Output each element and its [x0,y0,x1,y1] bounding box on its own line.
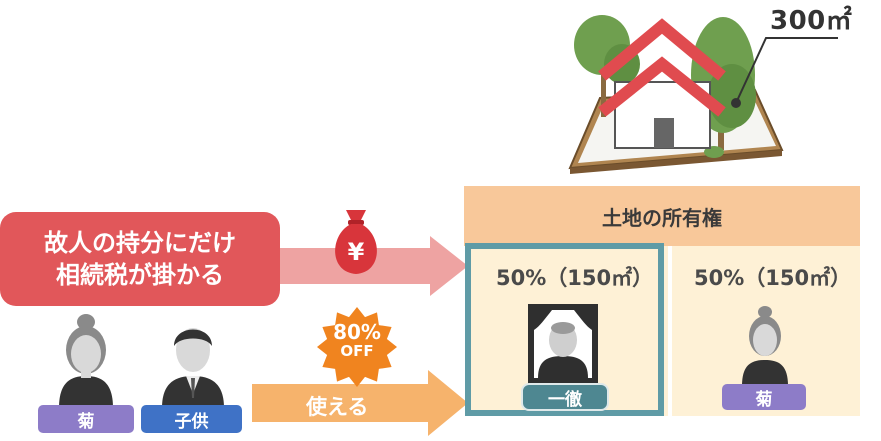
memorial-portrait-icon [528,304,598,384]
yen-symbol: ¥ [348,238,365,266]
house-land-illustration [568,15,838,174]
tax-arrow [280,236,468,296]
kiku-owner-name-tag: 菊 [722,384,806,410]
discount-badge-icon [317,307,397,387]
deduction-arrow-label: 使える [306,395,369,419]
kiku-owner-avatar-icon [742,306,788,386]
tax-callout-box: 故人の持分にだけ 相続税が掛かる [0,212,280,306]
deceased-share-text: 50%（150㎡） [496,266,654,290]
child-name-tag: 子供 [141,405,242,433]
callout-line-2: 相続税が掛かる [56,261,224,289]
kiku-avatar-icon [59,314,113,408]
kiku-share-text: 50%（150㎡） [694,266,852,290]
deceased-share-highlight [465,243,664,416]
discount-off: OFF [340,342,374,360]
land-ownership-header: 土地の所有権 [464,186,860,246]
yen-money-bag-icon: ¥ [335,210,377,274]
discount-percent: 80% [333,320,381,344]
discount-badge-text: 80% OFF [314,322,400,359]
ittetsu-name-tag: 一徹 [521,383,609,411]
deduction-arrow [252,370,468,436]
kiku-name-tag: 菊 [38,405,134,433]
child-avatar-icon [162,328,224,408]
land-area-label: 300㎡ [770,6,853,36]
callout-line-1: 故人の持分にだけ [44,228,236,257]
